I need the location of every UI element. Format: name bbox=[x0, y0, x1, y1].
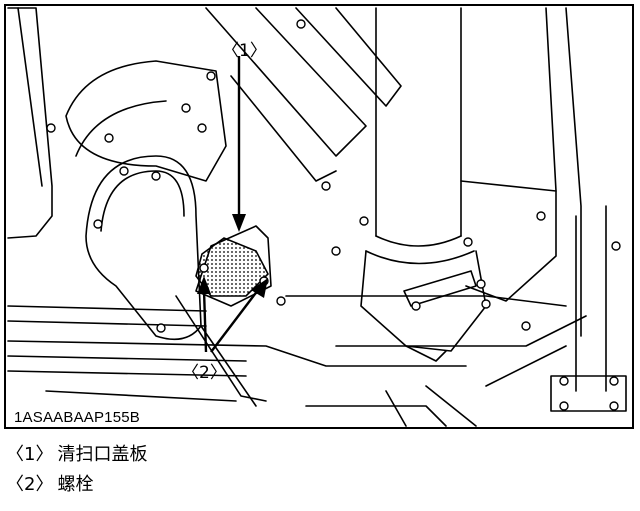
legend-text: 螺栓 bbox=[57, 474, 94, 495]
legend-item-bolt: 〈2〉螺栓 bbox=[6, 470, 93, 496]
machine-line-drawing bbox=[7, 7, 627, 427]
legend-number: 〈1〉 bbox=[6, 444, 54, 465]
figure-id-label: 1ASAABAAP155B bbox=[14, 409, 141, 426]
callout-1-label: 〈1〉 bbox=[222, 41, 267, 61]
legend-text: 清扫口盖板 bbox=[57, 444, 148, 465]
callout-2-label: 〈2〉 bbox=[182, 363, 227, 383]
legend-number: 〈2〉 bbox=[6, 474, 54, 495]
technical-illustration: 〈1〉 〈2〉 1ASAABAAP155B bbox=[4, 4, 634, 429]
legend-item-cover-plate: 〈1〉清扫口盖板 bbox=[6, 440, 147, 466]
